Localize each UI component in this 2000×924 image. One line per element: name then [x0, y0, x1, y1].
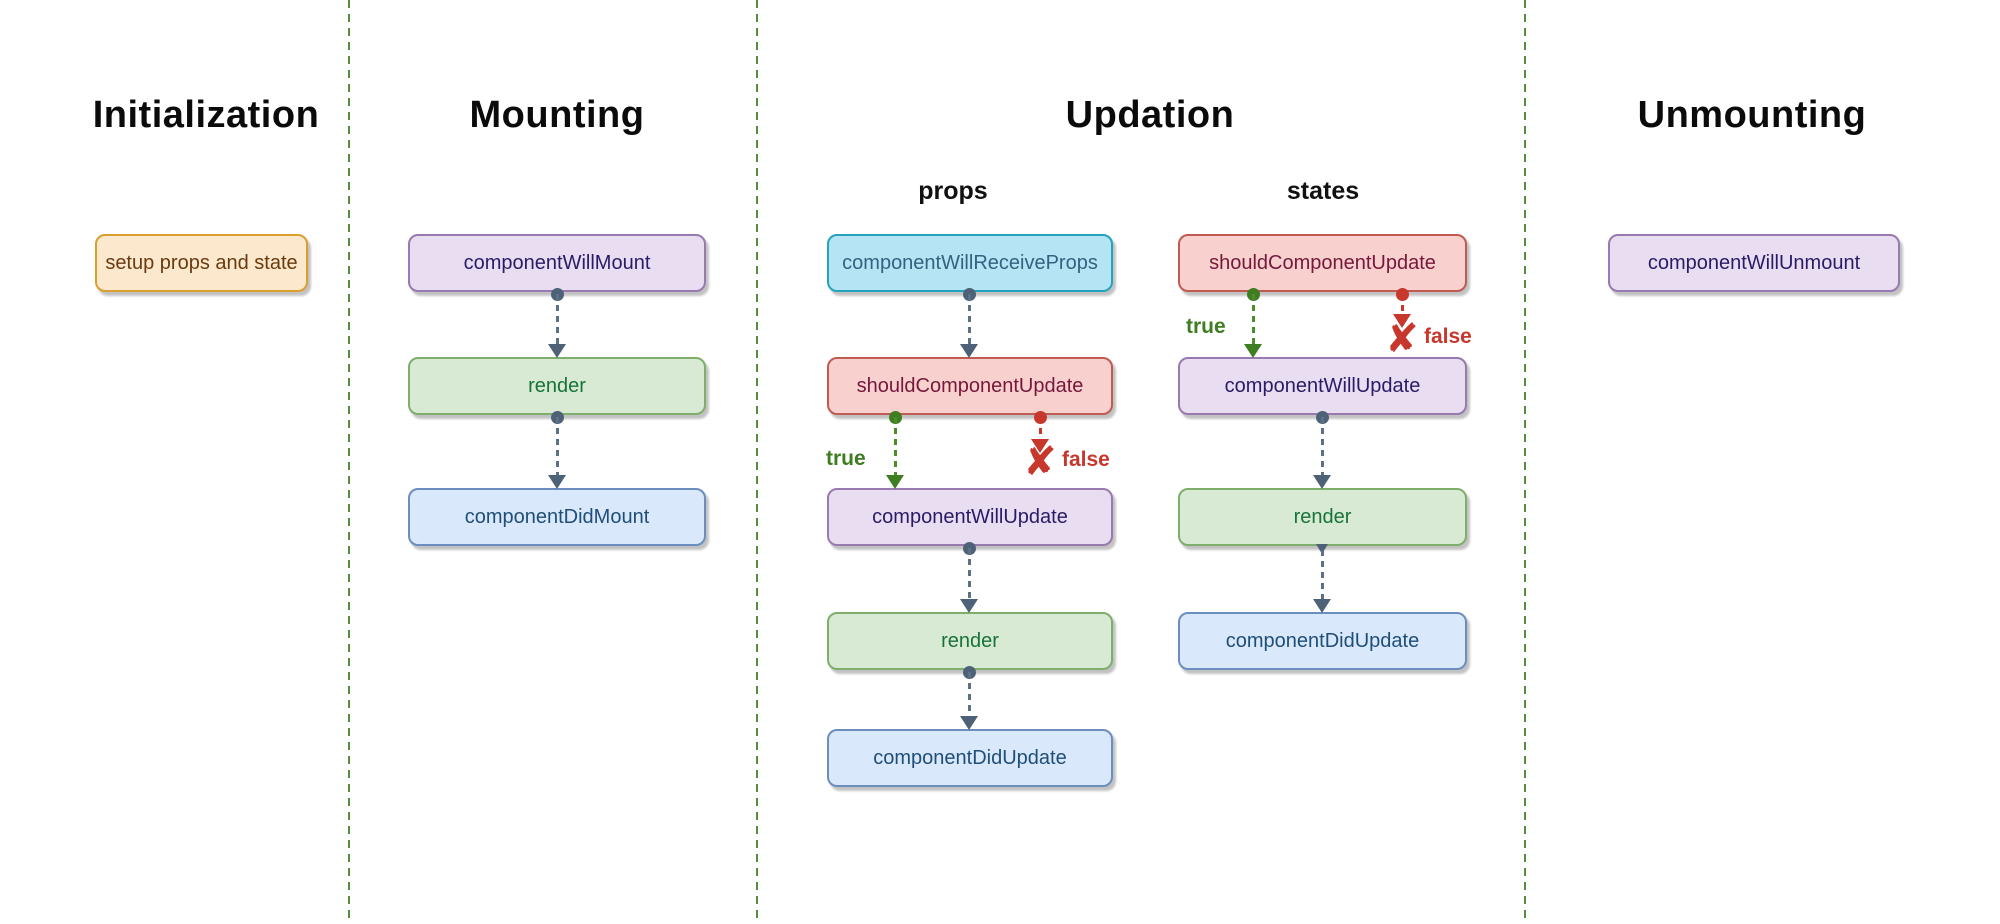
arrowhead-icon [960, 716, 978, 730]
arrow-states-willupdate-to-render [1313, 411, 1331, 489]
arrow-dashed-line [1321, 417, 1324, 478]
arrow-render-to-didmount [548, 411, 566, 489]
separator-updation-unmounting [1524, 0, 1526, 924]
branch-label-true: true [826, 447, 866, 470]
arrow-dashed-line [1252, 294, 1255, 347]
node-label: render [1293, 505, 1352, 528]
arrowhead-icon [1313, 475, 1331, 489]
lane-title-updation: Updation [1065, 94, 1235, 136]
node-component-did-mount: componentDidMount [408, 488, 706, 546]
arrowhead-icon [1031, 439, 1049, 453]
node-props-render: render [827, 612, 1113, 670]
node-label: setup props and state [105, 251, 298, 274]
node-label: componentWillReceiveProps [842, 251, 1098, 274]
arrowhead-icon [548, 475, 566, 489]
node-label: componentWillMount [463, 251, 651, 274]
lane-title-unmounting: Unmounting [1637, 94, 1867, 136]
node-label: componentDidUpdate [1225, 629, 1420, 652]
arrow-props-false-branch [1031, 411, 1049, 453]
arrowhead-icon [886, 475, 904, 489]
node-mounting-render: render [408, 357, 706, 415]
arrowhead-icon [1244, 344, 1262, 358]
column-title-states: states [1286, 177, 1360, 205]
node-label: componentWillUpdate [872, 505, 1068, 528]
node-states-component-did-update: componentDidUpdate [1178, 612, 1467, 670]
lane-title-mounting: Mounting [469, 94, 645, 136]
arrow-props-true-branch [886, 411, 904, 489]
node-props-should-component-update: shouldComponentUpdate [827, 357, 1113, 415]
arrow-dashed-line [968, 548, 971, 602]
arrow-dashed-line [1321, 550, 1324, 602]
separator-mounting-updation [756, 0, 758, 924]
arrowhead-icon [960, 599, 978, 613]
arrow-source-triangle [1316, 544, 1328, 554]
arrow-states-false-branch [1393, 288, 1411, 328]
arrow-dashed-line [1401, 294, 1404, 317]
branch-label-true: true [1186, 315, 1226, 338]
node-setup-props-and-state: setup props and state [95, 234, 308, 292]
arrow-dashed-line [968, 672, 971, 719]
branch-label-false: false [1062, 448, 1110, 471]
arrowhead-icon [1313, 599, 1331, 613]
node-states-component-will-update: componentWillUpdate [1178, 357, 1467, 415]
arrow-dashed-line [556, 294, 559, 347]
arrow-dashed-line [894, 417, 897, 478]
node-label: render [528, 374, 586, 397]
node-component-will-receive-props: componentWillReceiveProps [827, 234, 1113, 292]
node-label: componentWillUpdate [1224, 374, 1421, 397]
node-label: shouldComponentUpdate [1209, 251, 1436, 274]
node-label: shouldComponentUpdate [856, 374, 1084, 397]
node-props-component-did-update: componentDidUpdate [827, 729, 1113, 787]
node-states-should-component-update: shouldComponentUpdate [1178, 234, 1467, 292]
arrow-dashed-line [1039, 417, 1042, 442]
node-label: componentDidUpdate [873, 746, 1067, 769]
separator-initialization-mounting [348, 0, 350, 924]
false-x-icon: ✘ [1023, 439, 1057, 485]
arrow-dashed-line [968, 294, 971, 347]
column-title-props: props [918, 177, 988, 205]
arrow-states-render-to-didupdate [1313, 544, 1331, 613]
arrow-props-render-to-didupdate [960, 666, 978, 730]
node-component-will-unmount: componentWillUnmount [1608, 234, 1900, 292]
node-props-component-will-update: componentWillUpdate [827, 488, 1113, 546]
arrow-props-willupdate-to-render [960, 542, 978, 613]
arrow-dashed-line [556, 417, 559, 478]
arrow-receiveprops-to-shouldupdate [960, 288, 978, 358]
node-label: componentWillUnmount [1647, 251, 1861, 274]
node-label: componentDidMount [464, 505, 650, 528]
arrowhead-icon [1393, 314, 1411, 328]
false-x-icon: ✘ [1385, 316, 1419, 362]
arrowhead-icon [960, 344, 978, 358]
lane-title-initialization: Initialization [92, 94, 320, 136]
branch-label-false: false [1424, 325, 1472, 348]
arrowhead-icon [548, 344, 566, 358]
node-label: render [941, 629, 999, 652]
node-states-render: render [1178, 488, 1467, 546]
arrow-states-true-branch [1244, 288, 1262, 358]
node-component-will-mount: componentWillMount [408, 234, 706, 292]
arrow-willmount-to-render [548, 288, 566, 358]
